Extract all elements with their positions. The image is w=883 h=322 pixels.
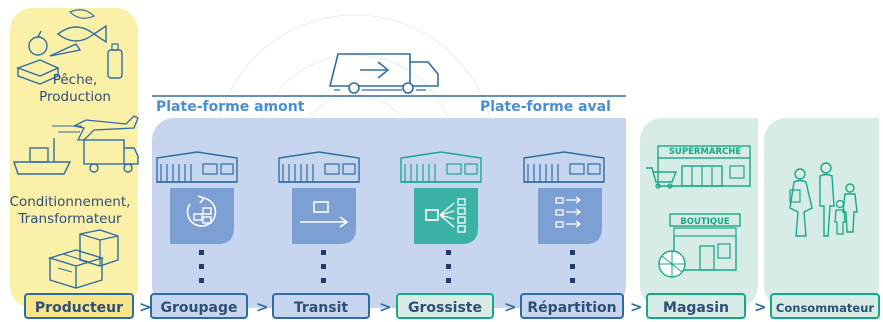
transit-process-icon: [292, 188, 356, 244]
producer-text-bottom-line2: Transformateur: [18, 211, 122, 227]
warehouse-icon: [400, 151, 482, 183]
stage-groupage[interactable]: Groupage: [150, 293, 248, 319]
grouping-process-icon: [170, 188, 234, 244]
warehouse-icon: [523, 151, 605, 183]
transport-icons: [13, 115, 139, 175]
producer-text-bottom: Conditionnement, Transformateur: [2, 194, 138, 228]
chevron-right-icon: >: [504, 298, 517, 316]
family-icon: [789, 162, 858, 237]
stage-repartition[interactable]: Répartition: [520, 293, 624, 319]
dot: [446, 278, 451, 283]
producer-text-top-line1: Pêche,: [52, 72, 98, 88]
dot: [446, 250, 451, 255]
producer-panel: [10, 8, 138, 308]
dot: [321, 250, 326, 255]
chevron-right-icon: >: [754, 298, 767, 316]
stage-producteur[interactable]: Producteur: [24, 293, 134, 319]
supermarket-sign: SUPERMARCHE: [668, 147, 742, 157]
truck-icon: [328, 53, 439, 94]
dot: [321, 278, 326, 283]
dot: [199, 250, 204, 255]
consumer-panel: [764, 118, 879, 308]
upstream-platform-label: Plate-forme amont: [156, 99, 305, 115]
boutique-icon: [658, 213, 741, 278]
dot: [199, 264, 204, 269]
platform-line: [152, 95, 626, 97]
warehouse-icon: [156, 151, 238, 183]
dot: [570, 278, 575, 283]
producer-text-top: Pêche, Production: [20, 72, 130, 106]
chevron-right-icon: >: [630, 298, 643, 316]
distribution-process-icon: [538, 188, 602, 244]
wholesale-process-icon: [414, 188, 478, 244]
dot: [321, 264, 326, 269]
food-icons: [15, 9, 123, 85]
producer-text-top-line2: Production: [39, 89, 111, 105]
stage-grossiste[interactable]: Grossiste: [396, 293, 494, 319]
downstream-platform-label: Plate-forme aval: [480, 99, 611, 115]
stage-consommateur[interactable]: Consommateur: [770, 293, 880, 319]
producer-text-bottom-line1: Conditionnement,: [9, 194, 131, 210]
chevron-right-icon: >: [256, 298, 269, 316]
chevron-right-icon: >: [139, 298, 152, 316]
dot: [446, 264, 451, 269]
stage-magasin[interactable]: Magasin: [646, 293, 746, 319]
dot: [570, 264, 575, 269]
store-panel: [640, 118, 758, 308]
chevron-right-icon: >: [379, 298, 392, 316]
warehouse-icon: [278, 151, 360, 183]
stage-transit[interactable]: Transit: [272, 293, 370, 319]
supermarket-icon: [646, 145, 751, 189]
boutique-sign: BOUTIQUE: [680, 217, 730, 227]
dot: [199, 278, 204, 283]
dot: [570, 250, 575, 255]
packaging-icon: [47, 229, 119, 289]
